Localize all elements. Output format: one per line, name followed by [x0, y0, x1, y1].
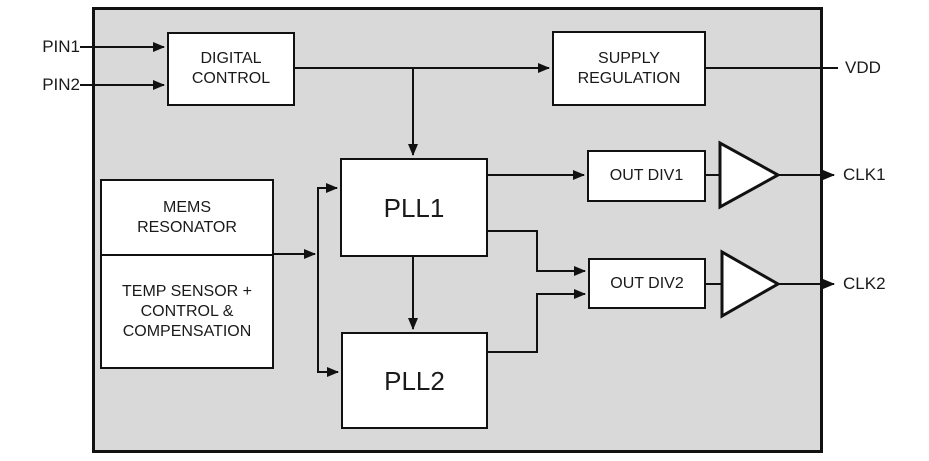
- block-mems: MEMS RESONATOR TEMP SENSOR + CONTROL & C…: [100, 179, 274, 369]
- pin-label-pin2: PIN2: [42, 75, 80, 94]
- block-pll2: PLL2: [341, 332, 488, 429]
- connector-pll2-to-out-div2: [488, 289, 586, 353]
- connector-pll1-to-out-div2: [488, 230, 586, 276]
- output-buffer1-icon: [718, 140, 782, 210]
- pin-label-pin1: PIN1: [42, 37, 80, 56]
- block-mems-resonator: MEMS RESONATOR: [102, 181, 272, 256]
- block-out-div2: OUT DIV2: [588, 258, 706, 309]
- output-buffer2-icon: [720, 249, 782, 319]
- block-temp-sensor-control-compensation: TEMP SENSOR + CONTROL & COMPENSATION: [122, 282, 252, 340]
- block-out-div1: OUT DIV1: [587, 150, 706, 202]
- block-digital-control: DIGITAL CONTROL: [167, 32, 295, 106]
- pin-label-clk1: CLK1: [843, 165, 886, 184]
- pin-label-vdd: VDD: [845, 58, 881, 77]
- block-pll1: PLL1: [340, 158, 488, 257]
- block-supply-regulation: SUPPLY REGULATION: [552, 31, 706, 106]
- pin-label-clk2: CLK2: [843, 274, 886, 293]
